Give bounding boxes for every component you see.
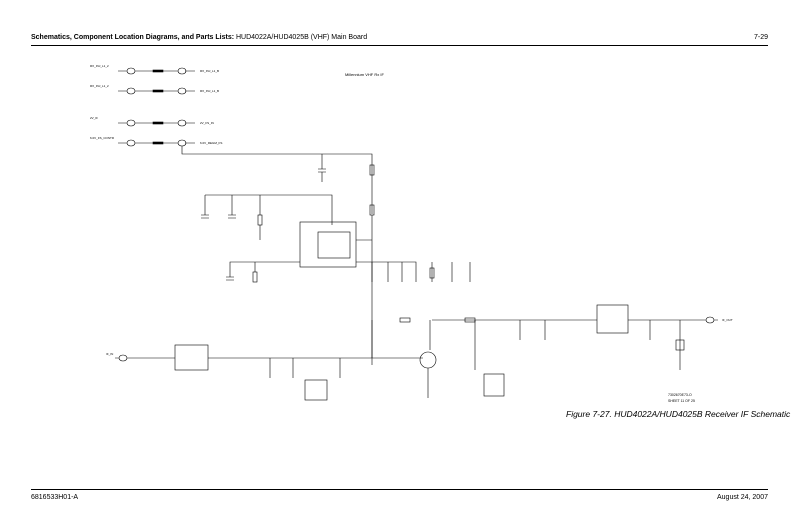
page-header: Schematics, Component Location Diagrams,… [31, 34, 367, 41]
page-number: 7-29 [753, 34, 768, 41]
conn-right-4: 6.0V_REGM_FS [200, 141, 222, 145]
figure-caption: Figure 7-27. HUD4022A/HUD4025B Receiver … [566, 409, 791, 419]
if-in-label: IF_IN [106, 352, 113, 356]
connector-rows [118, 67, 195, 147]
conn-left-1: RX_INJ_L1_2 [90, 64, 109, 68]
if-signal-chain [115, 304, 718, 401]
schematic-title: Millennium VHF Rx IF [345, 72, 384, 77]
conn-right-3: 2V_FS_IN [200, 121, 214, 125]
conn-left-4: 6.0V_FS_CONTR [90, 136, 115, 140]
header-rule [31, 45, 768, 46]
footer-doc-number: 6816533H01-A [31, 494, 79, 501]
conn-left-3: 2V_IF [90, 116, 98, 120]
sheet-number: SHEET 11 OF 25 [668, 399, 695, 403]
conn-left-2: RX_INJ_L1_2 [90, 84, 109, 88]
header-section: Schematics, Component Location Diagrams,… [31, 34, 235, 41]
if-out-label: IF_OUT [722, 318, 733, 322]
footer-rule [31, 489, 768, 490]
header-title: HUD4022A/HUD4025B (VHF) Main Board [236, 34, 368, 41]
supply-network [181, 146, 471, 365]
drawing-number: 7302670E73-O [668, 393, 692, 397]
conn-right-2: RX_INJ_L1_B [200, 89, 219, 93]
drawing-info: 7302670E73-O SHEET 11 OF 25 [668, 392, 695, 404]
conn-right-1: RX_INJ_L1_B [200, 69, 219, 73]
footer-date: August 24, 2007 [717, 494, 768, 501]
